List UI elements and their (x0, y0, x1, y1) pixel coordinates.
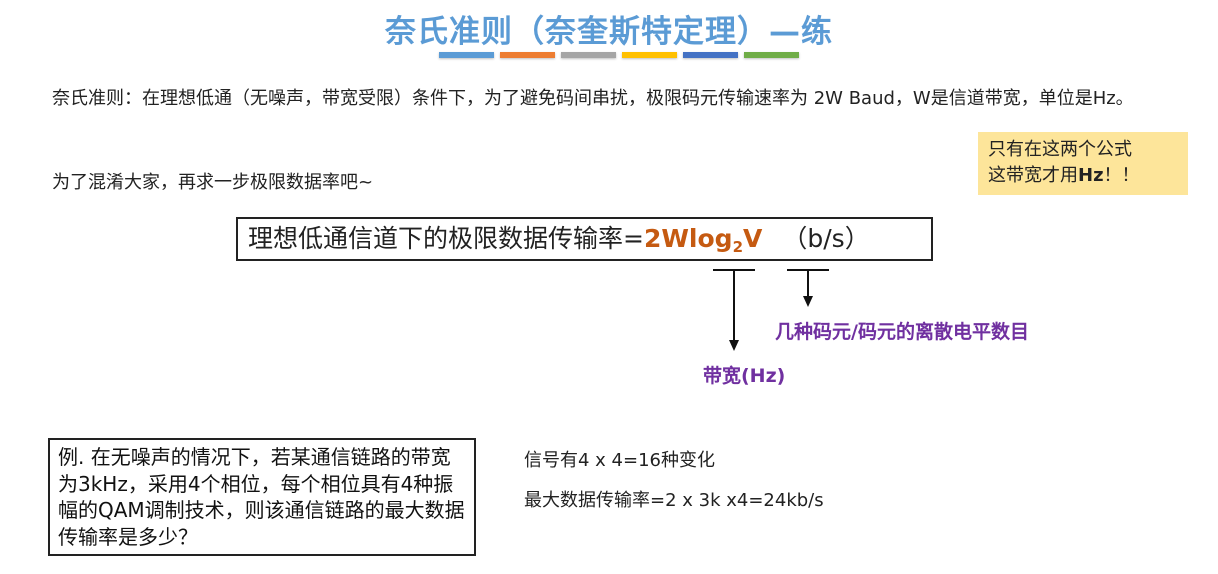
color-bar (622, 52, 677, 58)
color-bar (744, 52, 799, 58)
note-line2-suffix: ！！ (1103, 165, 1140, 186)
color-bar (683, 52, 738, 58)
bandwidth-label: 带宽(Hz) (703, 365, 786, 387)
formula-log-base: 2 (732, 238, 744, 256)
levels-arrow-shaft (807, 269, 809, 297)
hz-note-callout: 只有在这两个公式 这带宽才用Hz！！ (978, 132, 1188, 195)
formula-box: 理想低通信道下的极限数据传输率=2Wlog2V （b/s） (236, 217, 933, 261)
note-line1: 只有在这两个公式 (988, 139, 1132, 160)
formula-expr-main: 2Wlog (643, 224, 733, 253)
slide-title: 奈氏准则（奈奎斯特定理）—练 (385, 14, 833, 50)
note-hz-bold: Hz (1078, 165, 1104, 186)
bandwidth-arrow-shaft (733, 269, 735, 341)
intro-followup: 为了混淆大家，再求一步极限数据率吧~ (52, 172, 374, 193)
formula-expr-v: V (743, 224, 763, 253)
bandwidth-arrow-icon (729, 340, 739, 351)
decorative-color-bars (439, 52, 799, 58)
nyquist-definition: 奈氏准则：在理想低通（无噪声，带宽受限）条件下，为了避免码间串扰，极限码元传输速… (52, 88, 1134, 109)
color-bar (439, 52, 494, 58)
note-line2: 这带宽才用Hz！！ (988, 163, 1178, 189)
answer-line-1: 信号有4 x 4=16种变化 (524, 450, 715, 471)
levels-arrow-icon (803, 296, 813, 307)
example-question-box: 例. 在无噪声的情况下，若某通信链路的带宽为3kHz，采用4个相位，每个相位具有… (48, 438, 476, 556)
note-line2-prefix: 这带宽才用 (988, 165, 1078, 186)
color-bar (561, 52, 616, 58)
levels-label: 几种码元/码元的离散电平数目 (775, 321, 1029, 343)
formula-label: 理想低通信道下的极限数据传输率= (248, 224, 644, 253)
answer-line-2: 最大数据传输率=2 x 3k x4=24kb/s (524, 490, 824, 511)
color-bar (500, 52, 555, 58)
formula-unit: （b/s） (782, 224, 870, 253)
formula-expression: 2Wlog2V (643, 224, 763, 256)
